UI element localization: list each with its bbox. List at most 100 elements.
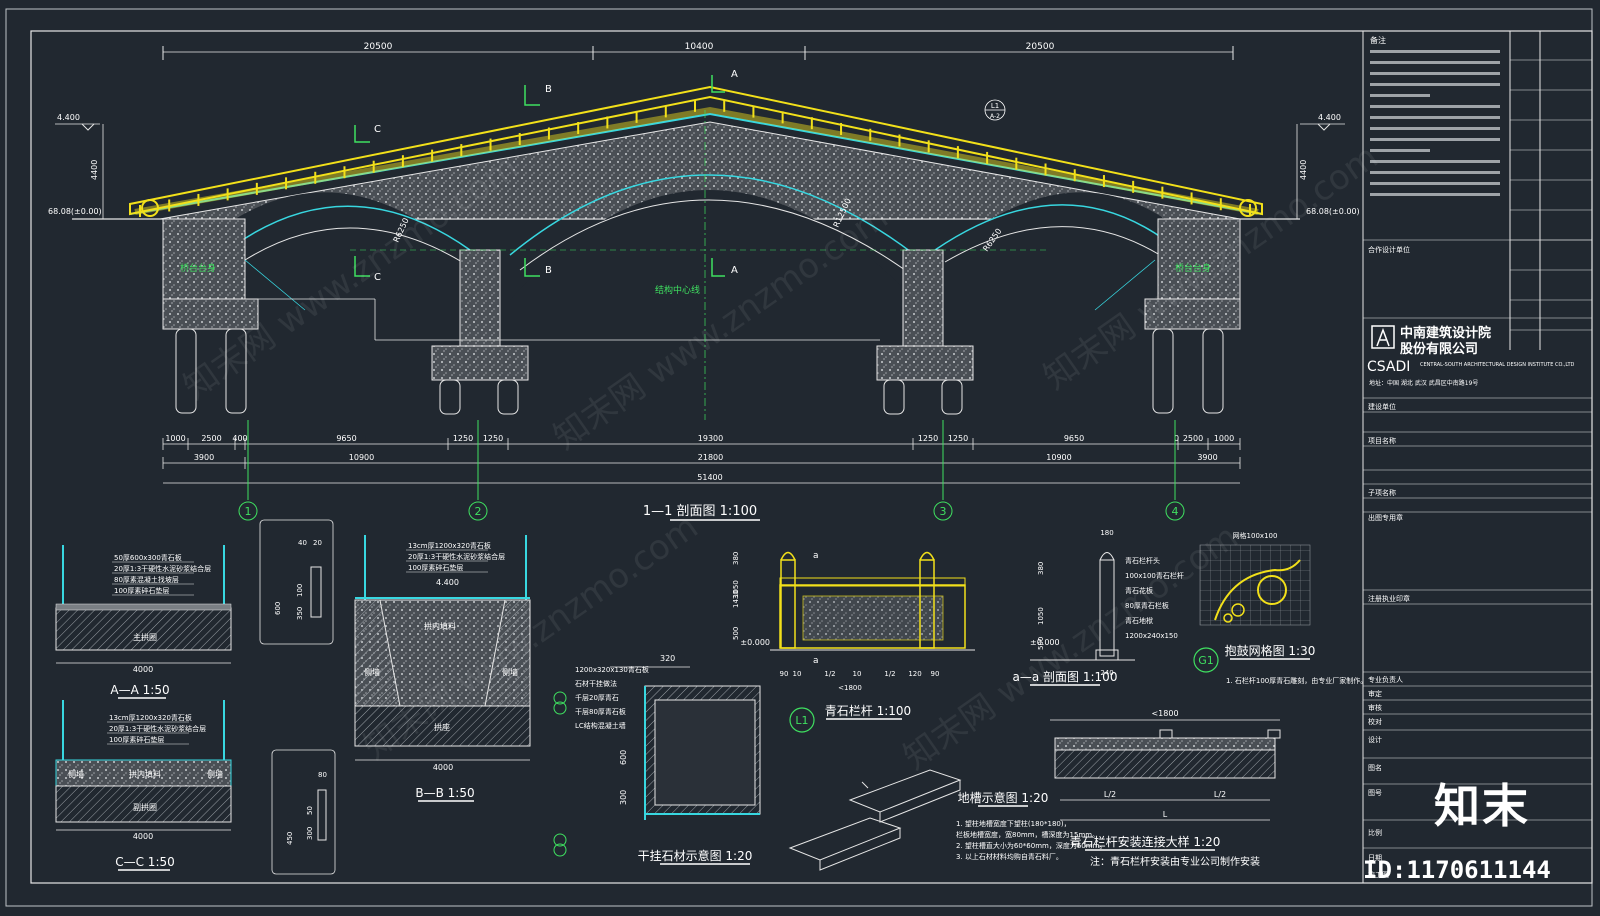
section-mark-a-bottom: A xyxy=(731,265,738,276)
title-block: 备注 中南建筑设计院 股份有限公司 CSADI CENTRAL-SOUTH AR… xyxy=(1362,31,1592,883)
rail-dim-horizontal: 120 xyxy=(908,670,921,678)
aa-rail-label: 青石栏杆头 xyxy=(1125,556,1160,565)
aa-rail-dim-top: 180 xyxy=(1100,529,1113,537)
aa-rail-dim-b: 1050 xyxy=(1037,607,1045,625)
conn-dim-l: L xyxy=(1163,810,1168,819)
company-cn-2: 股份有限公司 xyxy=(1400,341,1478,357)
aa-rail-title: a—a 剖面图 1:100 xyxy=(1013,670,1118,684)
bb-level: 4.400 xyxy=(436,578,459,587)
base-right: 68.08(±0.00) xyxy=(1306,207,1360,216)
dry-label: 石材干挂做法 xyxy=(575,679,617,688)
aa-rail-label: 80厚青石栏板 xyxy=(1125,601,1169,610)
dry-dim-a: 320 xyxy=(660,654,675,663)
detail1-dim-b: 20 xyxy=(313,539,322,547)
aa-dim: 4000 xyxy=(133,665,153,674)
rail-dim-horizontal: 1/2 xyxy=(884,670,895,678)
detail2-dim-c: 50 xyxy=(306,806,314,815)
g1-title: 抱鼓网格图 1:30 xyxy=(1225,643,1316,658)
dim-bottom-row1: 400 xyxy=(232,434,247,443)
title-block-label: 出图专用章 xyxy=(1368,513,1403,522)
rail-dim-vertical: 500 xyxy=(732,627,740,640)
rail-dim-vertical: 1050 xyxy=(732,580,740,598)
bb-dim: 4000 xyxy=(433,763,453,772)
aa-layer-label: 80厚素混凝土找坡层 xyxy=(114,575,179,584)
conn-note: 注：青石栏杆安装由专业公司制作安装 xyxy=(1090,855,1260,868)
detail2-dim-a: 80 xyxy=(318,771,327,779)
bb-wall-left: 侧墙 xyxy=(364,667,380,677)
rail-dim-horizontal: 90 xyxy=(780,670,789,678)
callout-a2: A-2 xyxy=(990,113,1000,120)
bb-layer-label: 100厚素碎石垫层 xyxy=(408,563,463,572)
cc-title: C—C 1:50 xyxy=(115,855,175,869)
callout-l1: L1 xyxy=(991,102,999,110)
dry-hang-detail: 320 600 300 1200x320x130青石板石材干挂做法千层20厚青石… xyxy=(553,654,761,865)
rail-title: 青石栏杆 1:100 xyxy=(825,703,911,718)
title-block-label: 合作设计单位 xyxy=(1368,245,1410,254)
title-block-label: 日期 xyxy=(1368,854,1382,862)
section-mark-c-bottom: C xyxy=(374,272,381,283)
dim-bottom-row2: 3900 xyxy=(1197,453,1217,462)
dry-label: LC结构混凝土墙 xyxy=(575,721,626,730)
conn-dim-l2a: L/2 xyxy=(1104,790,1116,799)
detail-box-1: 40 20 100 350 600 xyxy=(259,519,334,645)
cc-layer-label: 13cm厚1200x320青石板 xyxy=(109,713,192,722)
title-block-label: 图号 xyxy=(1368,789,1382,797)
detail2-dim-d: 450 xyxy=(286,832,294,845)
axis-4: 4 xyxy=(1172,505,1179,518)
groove-note: 3. 以上石材材料均购自青石料厂。 xyxy=(956,852,1063,861)
title-block-label: 建设单位 xyxy=(1368,402,1396,411)
company-en: CENTRAL-SOUTH ARCHITECTURAL DESIGN INSTI… xyxy=(1420,362,1575,368)
cc-core: 拱内填料 xyxy=(129,769,161,779)
elevation-title: 1—1 剖面图 1:100 xyxy=(643,504,757,519)
bb-layer-label: 20厚1:3干硬性水泥砂浆结合层 xyxy=(408,552,505,561)
connection-detail: <1800 L/2 L/2 L 青石栏杆安装连接大样 1:20 注：青石栏杆安装… xyxy=(1050,709,1281,868)
title-block-label: 设计 xyxy=(1368,735,1382,744)
base-left: 68.08(±0.00) xyxy=(48,207,102,216)
title-block-label: 图名 xyxy=(1368,763,1382,772)
title-block-label: 项目名称 xyxy=(1368,436,1396,445)
aa-layer-label: 100厚素碎石垫层 xyxy=(114,586,169,595)
dry-title: 干挂石材示意图 1:20 xyxy=(638,848,753,863)
aa-rail-label: 100x100青石栏杆 xyxy=(1125,571,1184,580)
axis-2: 2 xyxy=(475,505,482,518)
dim-top-mid: 10400 xyxy=(685,42,714,52)
cc-layer-label: 100厚素碎石垫层 xyxy=(109,735,164,744)
rail-dim-vertical: 380 xyxy=(732,552,740,565)
rail-dim-vertical: 1430 xyxy=(732,590,740,608)
dry-label: 千层20厚青石 xyxy=(575,693,619,702)
aa-title: A—A 1:50 xyxy=(110,683,169,697)
section-mark-c-top: C xyxy=(374,124,381,135)
asset-id: ID:1170611144 xyxy=(1363,856,1551,884)
groove-note: 2. 望柱槽直大小为60*60mm，深度为60mm。 xyxy=(956,841,1106,850)
axis-3: 3 xyxy=(940,505,947,518)
section-cc: 侧墙 侧墙 拱内填料 副拱圈 13cm厚1200x320青石板20厚1:3干硬性… xyxy=(55,700,232,871)
bb-layer-label: 13cm厚1200x320青石板 xyxy=(408,541,491,550)
rail-dim-horizontal: 90 xyxy=(931,670,940,678)
dim-bottom-row1: 1250 xyxy=(918,434,938,443)
title-block-label: 校对 xyxy=(1368,717,1382,726)
dim-bottom-row1: 1000 xyxy=(165,434,185,443)
railing-section-aa: ±0.000 180 240 380 1050 500 青石栏杆头100x100… xyxy=(1013,529,1184,686)
title-block-label: 专业负责人 xyxy=(1368,675,1403,684)
bb-base: 拱座 xyxy=(434,722,450,732)
dry-label: 干层80厚青石板 xyxy=(575,707,626,716)
axis-1: 1 xyxy=(245,505,252,518)
centerline-label: 结构中心线 xyxy=(655,284,700,296)
dry-dim-c: 300 xyxy=(619,790,628,805)
g1-callout: G1 xyxy=(1198,654,1214,667)
rail-dim-horizontal: 10 xyxy=(853,670,862,678)
rail-dim-horizontal: 1/2 xyxy=(824,670,835,678)
detail2-dim-b: 300 xyxy=(306,827,314,840)
level-right: 4.400 xyxy=(1318,113,1341,122)
dim-bottom-row1: 9650 xyxy=(336,434,356,443)
conn-dim-top: <1800 xyxy=(1151,709,1178,718)
aa-rail-label: 青石花板 xyxy=(1125,586,1153,595)
dim-bottom-row1: 1250 xyxy=(483,434,503,443)
brand-logo: 知末 xyxy=(1434,779,1530,833)
aa-layer-label: 20厚1:3干硬性水泥砂浆结合层 xyxy=(114,564,211,573)
abutment-right-label: 桥台台身 xyxy=(1175,262,1211,274)
aa-rail-dim-c: 500 xyxy=(1037,637,1045,650)
dim-bottom-row2: 21800 xyxy=(698,453,723,462)
